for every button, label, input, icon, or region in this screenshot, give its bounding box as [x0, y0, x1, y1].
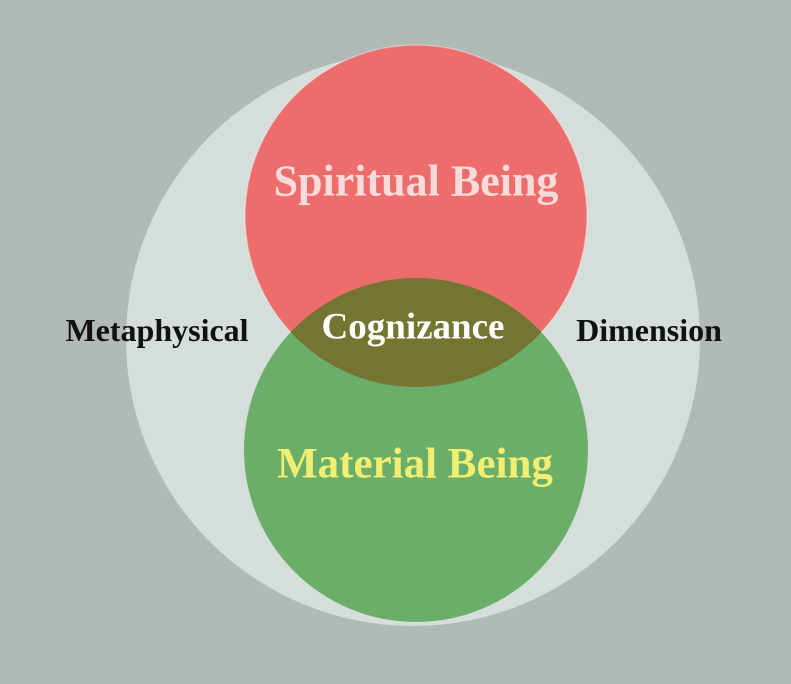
dimension-label: Dimension: [576, 312, 722, 348]
material-being-label: Material Being: [277, 441, 553, 488]
material-being-circle: [244, 278, 588, 622]
metaphysical-label: Metaphysical: [65, 312, 248, 348]
spiritual-being-label: Spiritual Being: [274, 157, 559, 206]
cognizance-label: Cognizance: [322, 307, 505, 348]
